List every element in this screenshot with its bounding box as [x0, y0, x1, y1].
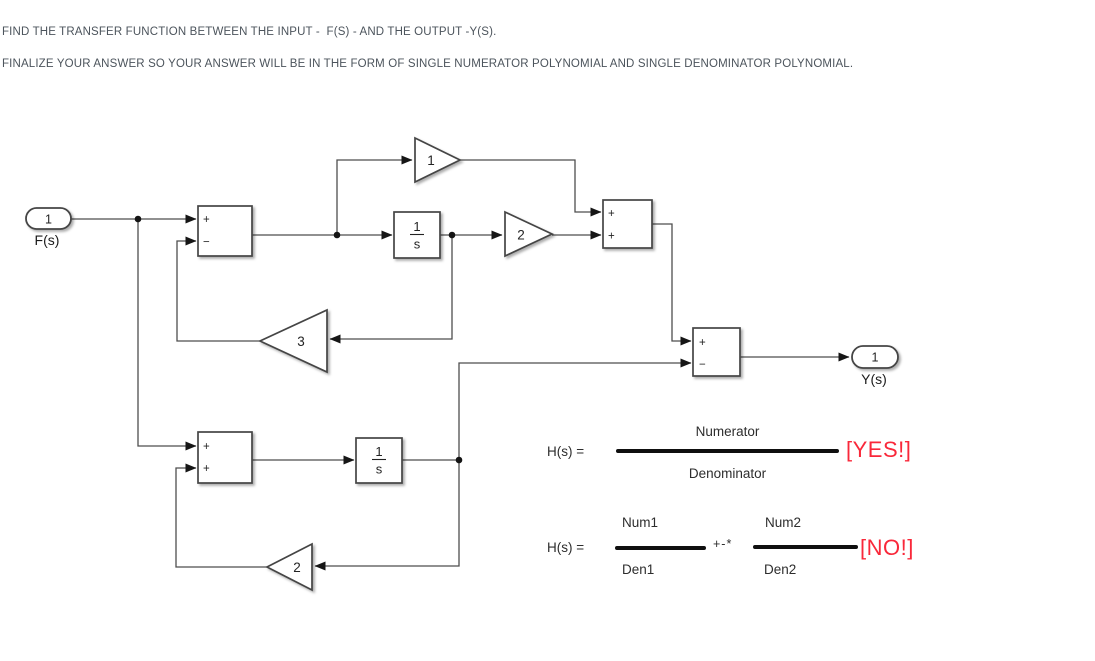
equation-incorrect-num1: Num1: [622, 515, 659, 530]
gain-block-lower-feedback: 2: [265, 542, 313, 592]
gain-block-top: 1: [414, 136, 462, 184]
sum-upper-right-sign-1: +: [608, 208, 615, 220]
integrator-upper-numerator: 1: [413, 219, 420, 234]
sum-lower-left-sign-1: +: [203, 441, 210, 453]
wire-gain-top-to-sum-upper-right: [460, 159, 602, 217]
sum-block-upper-left: + −: [197, 205, 253, 257]
output-port-label: Y(s): [861, 371, 887, 387]
output-port-number: 1: [872, 351, 879, 365]
gain-upper-feedback-value: 3: [297, 334, 305, 349]
sum-block-lower-left: + +: [197, 431, 253, 484]
sum-block-upper-right: + +: [602, 199, 653, 249]
gain-middle-value: 2: [517, 228, 525, 243]
instruction-line-2: FINALIZE YOUR ANSWER SO YOUR ANSWER WILL…: [2, 58, 854, 70]
input-port-label: F(s): [35, 232, 60, 248]
gain-lower-feedback-value: 2: [293, 560, 301, 575]
equation-correct-lhs: H(s) =: [547, 444, 585, 459]
equation-incorrect-operator: +-*: [713, 537, 733, 551]
sum-block-output: + −: [692, 327, 741, 377]
sum-lower-left-sign-2: +: [203, 463, 210, 475]
branch-dot-input: [134, 215, 142, 223]
sum-output-sign-1: +: [699, 337, 706, 349]
wire-branch-to-gain-top: [336, 155, 413, 235]
branch-dot-integrator-upper-out: [448, 231, 456, 239]
equation-incorrect-den1: Den1: [622, 562, 655, 577]
wire-branch-to-gain-upper-feedback: [329, 235, 453, 344]
gain-block-upper-feedback: 3: [257, 308, 328, 374]
equation-correct-verdict: [YES!]: [846, 437, 912, 462]
gain-top-value: 1: [427, 153, 435, 168]
equation-incorrect-lhs: H(s) =: [547, 540, 585, 555]
equation-correct-denominator: Denominator: [688, 466, 767, 481]
integrator-block-lower: 1 s: [355, 437, 403, 484]
wire-branch-to-gain-lower-feedback: [314, 460, 460, 571]
sum-upper-right-sign-2: +: [608, 231, 615, 243]
branch-dot-sum-upper-left-out: [333, 231, 341, 239]
equation-incorrect-fraction-bar-1: [615, 546, 706, 550]
input-port-number: 1: [45, 213, 52, 227]
wire-branch-to-sum-output-minus: [458, 358, 692, 460]
integrator-block-upper: 1 s: [393, 211, 441, 259]
equation-correct-numerator: Numerator: [695, 424, 760, 439]
integrator-lower-denominator: s: [376, 462, 383, 477]
output-port-block: 1: [851, 345, 899, 369]
sum-upper-left-sign-2: −: [203, 237, 210, 249]
equation-incorrect-verdict: [NO!]: [860, 535, 914, 560]
equation-correct-fraction-bar: [616, 449, 839, 453]
wire-input-branch-to-sum-lower-left: [137, 219, 197, 451]
gain-block-middle: 2: [504, 210, 555, 258]
wire-gain-lower-feedback-to-sum-lower-left: [175, 463, 267, 568]
integrator-upper-denominator: s: [414, 237, 421, 252]
branch-dot-integrator-lower-out: [455, 456, 463, 464]
integrator-lower-numerator: 1: [375, 444, 382, 459]
equation-incorrect-den2: Den2: [764, 562, 797, 577]
sum-output-sign-2: −: [699, 359, 706, 371]
input-port-block: 1: [25, 207, 72, 230]
instruction-line-1: FIND THE TRANSFER FUNCTION BETWEEN THE I…: [2, 26, 497, 38]
equation-incorrect-num2: Num2: [765, 515, 802, 530]
wire-gain-upper-feedback-to-sum-upper-left: [176, 236, 260, 342]
sum-upper-left-sign-1: +: [203, 214, 210, 226]
wire-sum-upper-right-to-sum-output: [652, 223, 692, 346]
equation-incorrect-fraction-bar-2: [753, 545, 858, 549]
